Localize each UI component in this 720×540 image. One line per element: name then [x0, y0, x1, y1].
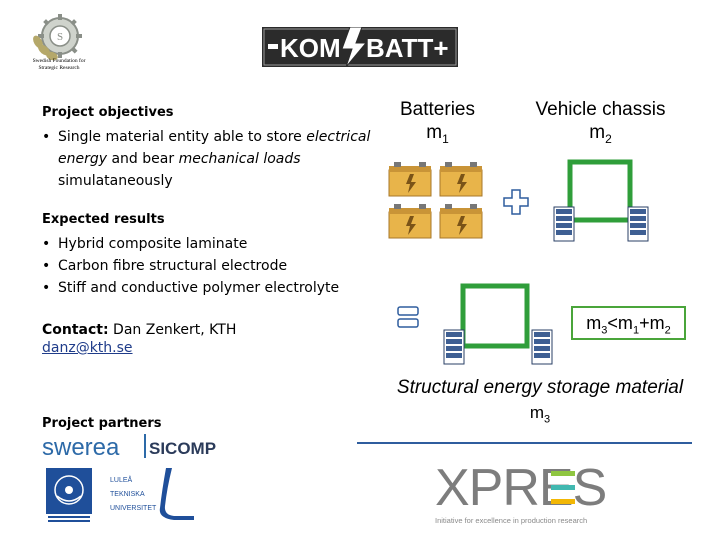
objectives-title: Project objectives	[42, 105, 174, 120]
partners-title: Project partners	[42, 416, 162, 431]
result-item: Stiff and conductive polymer electrolyte	[42, 277, 392, 299]
objective-em-mechanical: mechanical loads	[178, 151, 301, 167]
contact-label: Contact:	[42, 322, 109, 338]
xpres-logo: XPRES Initiative for excellence in produ…	[435, 459, 607, 525]
results-list: Hybrid composite laminate Carbon fibre s…	[42, 233, 392, 299]
svg-text:S: S	[57, 31, 63, 43]
ssf-name: Swedish Foundation for Strategic Researc…	[14, 58, 104, 72]
plus-icon	[503, 189, 529, 215]
objective-em-electrical: electrical energy	[58, 129, 371, 167]
kth-logo	[46, 468, 92, 522]
ssf-logo: S	[33, 14, 82, 61]
battery-icon	[388, 203, 432, 239]
kombatt-right-text: BATT+	[366, 33, 449, 63]
divider-line	[357, 442, 692, 444]
kombatt-logo: KOM BATT+	[262, 27, 458, 67]
battery-icon	[439, 203, 483, 239]
ssf-name-line1: Swedish Foundation for	[32, 58, 86, 64]
swerea-sicomp-logo: swerea SICOMP	[42, 434, 216, 461]
contact-name: Dan Zenkert, KTH	[108, 322, 237, 338]
ltu-line2: TEKNISKA	[110, 491, 145, 498]
objectives-list: Single material entity able to store ele…	[42, 126, 392, 192]
battery-icon	[388, 161, 432, 197]
laurel-icon	[33, 35, 58, 61]
chassis-label: Vehicle chassis	[535, 99, 666, 120]
chassis-icon	[553, 159, 649, 242]
contact-line: Contact: Dan Zenkert, KTH	[42, 319, 236, 341]
result-item: Hybrid composite laminate	[42, 233, 392, 255]
sicomp-text: SICOMP	[149, 439, 216, 458]
objective-item: Single material entity able to store ele…	[42, 126, 392, 192]
equals-icon	[397, 306, 419, 328]
ltu-logo: LULEÅ TEKNISKA UNIVERSITET	[110, 468, 194, 520]
battery-icon	[439, 161, 483, 197]
structural-mass: m3	[529, 403, 551, 426]
result-item: Carbon fibre structural electrode	[42, 255, 392, 277]
xpres-tagline: Initiative for excellence in production …	[435, 516, 587, 525]
batteries-label: Batteries	[400, 99, 475, 120]
ltu-line3: UNIVERSITET	[110, 505, 157, 512]
ssf-name-line2: Strategic Research	[38, 65, 80, 71]
ltu-line1: LULEÅ	[110, 475, 133, 484]
structural-label: Structural energy storage material	[396, 377, 684, 398]
mass-relation-box: m3<m1+m2	[571, 306, 686, 340]
batteries-mass: m1	[426, 122, 449, 146]
chassis-mass: m2	[589, 122, 612, 146]
contact-email-link[interactable]: danz@kth.se	[42, 340, 133, 356]
structural-chassis-icon	[443, 283, 553, 365]
kombatt-left-text: KOM	[280, 33, 341, 63]
xpres-text: XPRES	[435, 459, 606, 517]
lightning-icon	[341, 27, 368, 67]
swerea-text: swerea	[42, 434, 120, 461]
results-title: Expected results	[42, 212, 165, 227]
